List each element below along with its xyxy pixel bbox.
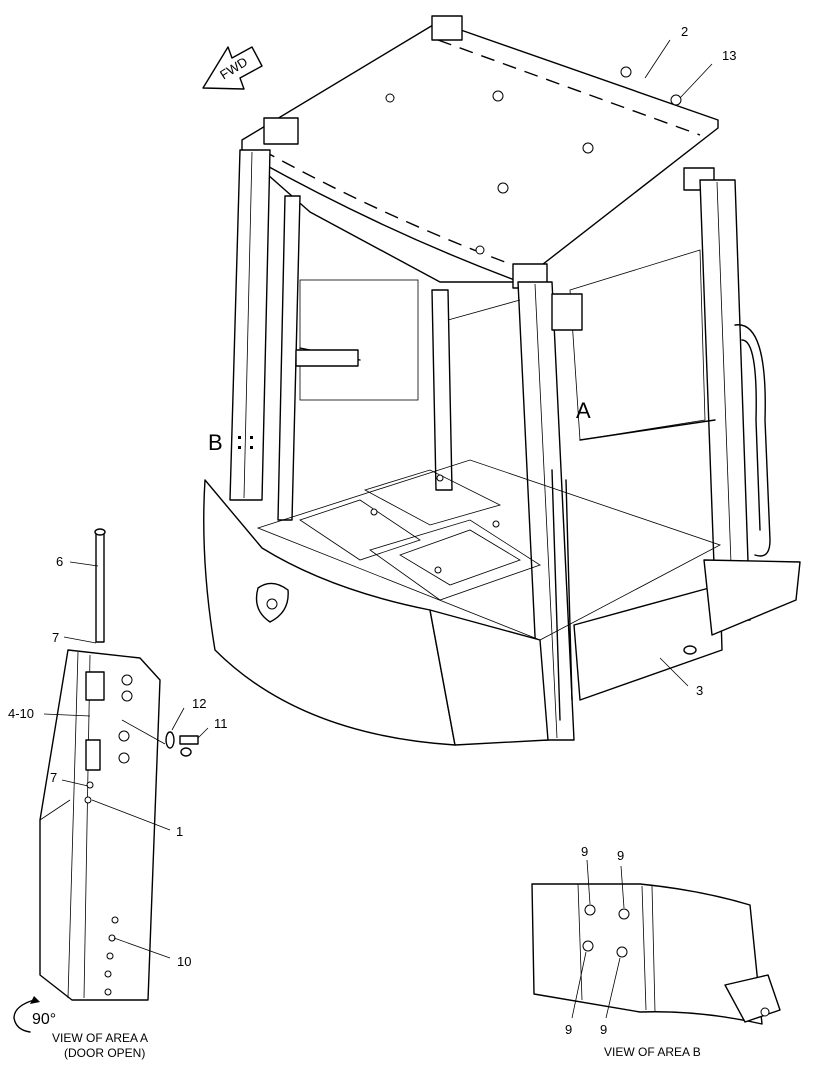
callout-7-bottom-label: 7 xyxy=(50,770,57,785)
callout-9-tr-label: 9 xyxy=(617,848,624,863)
callout-1-label: 1 xyxy=(176,824,183,839)
rotation-label: 90° xyxy=(32,1011,56,1028)
callout-9-bl-label: 9 xyxy=(565,1022,572,1037)
cab-floor xyxy=(256,459,722,641)
callout-7-top: 7 xyxy=(52,630,97,645)
callout-13: 13 xyxy=(679,48,736,99)
callout-2: 2 xyxy=(644,24,688,79)
callout-9-bottom-right: 9 xyxy=(600,957,621,1037)
rotation-icon: 90° xyxy=(13,996,56,1033)
callout-7-bottom: 7 xyxy=(50,770,89,787)
callout-4-10: 4-10 xyxy=(8,706,91,721)
caption-view-b: VIEW OF AREA B xyxy=(604,1045,701,1059)
view-area-a xyxy=(39,528,199,1001)
cab-posts xyxy=(229,149,771,741)
callout-3: 3 xyxy=(659,657,703,698)
callout-13-label: 13 xyxy=(722,48,736,63)
callout-12: 12 xyxy=(171,696,206,731)
callout-2-label: 2 xyxy=(681,24,688,39)
callout-3-label: 3 xyxy=(696,683,703,698)
area-b-dots xyxy=(238,436,253,449)
caption-view-a-line2: (DOOR OPEN) xyxy=(64,1046,145,1060)
area-b-marker: B xyxy=(208,430,223,455)
forward-arrow-icon: FWD xyxy=(202,46,263,90)
callout-9-bottom-left: 9 xyxy=(565,951,587,1037)
cab-interior-frame xyxy=(295,249,716,441)
area-a-marker: A xyxy=(576,398,591,423)
callout-9-top-left: 9 xyxy=(581,844,591,905)
cab-roof xyxy=(241,15,719,289)
callout-10: 10 xyxy=(113,937,191,969)
view-area-b xyxy=(531,883,781,1025)
callout-9-top-right: 9 xyxy=(617,848,625,909)
callout-11-label: 11 xyxy=(214,716,228,731)
callout-4-10-label: 4-10 xyxy=(8,706,34,721)
caption-view-a-line1: VIEW OF AREA A xyxy=(52,1031,148,1045)
callout-7-top-label: 7 xyxy=(52,630,59,645)
callout-6: 6 xyxy=(56,554,99,569)
callout-9-br-label: 9 xyxy=(600,1022,607,1037)
callout-9-tl-label: 9 xyxy=(581,844,588,859)
callout-12-label: 12 xyxy=(192,696,206,711)
callout-11: 11 xyxy=(197,716,228,739)
callout-6-label: 6 xyxy=(56,554,63,569)
cab-lower-panel xyxy=(203,479,801,746)
callout-1: 1 xyxy=(91,799,183,839)
callout-10-label: 10 xyxy=(177,954,191,969)
